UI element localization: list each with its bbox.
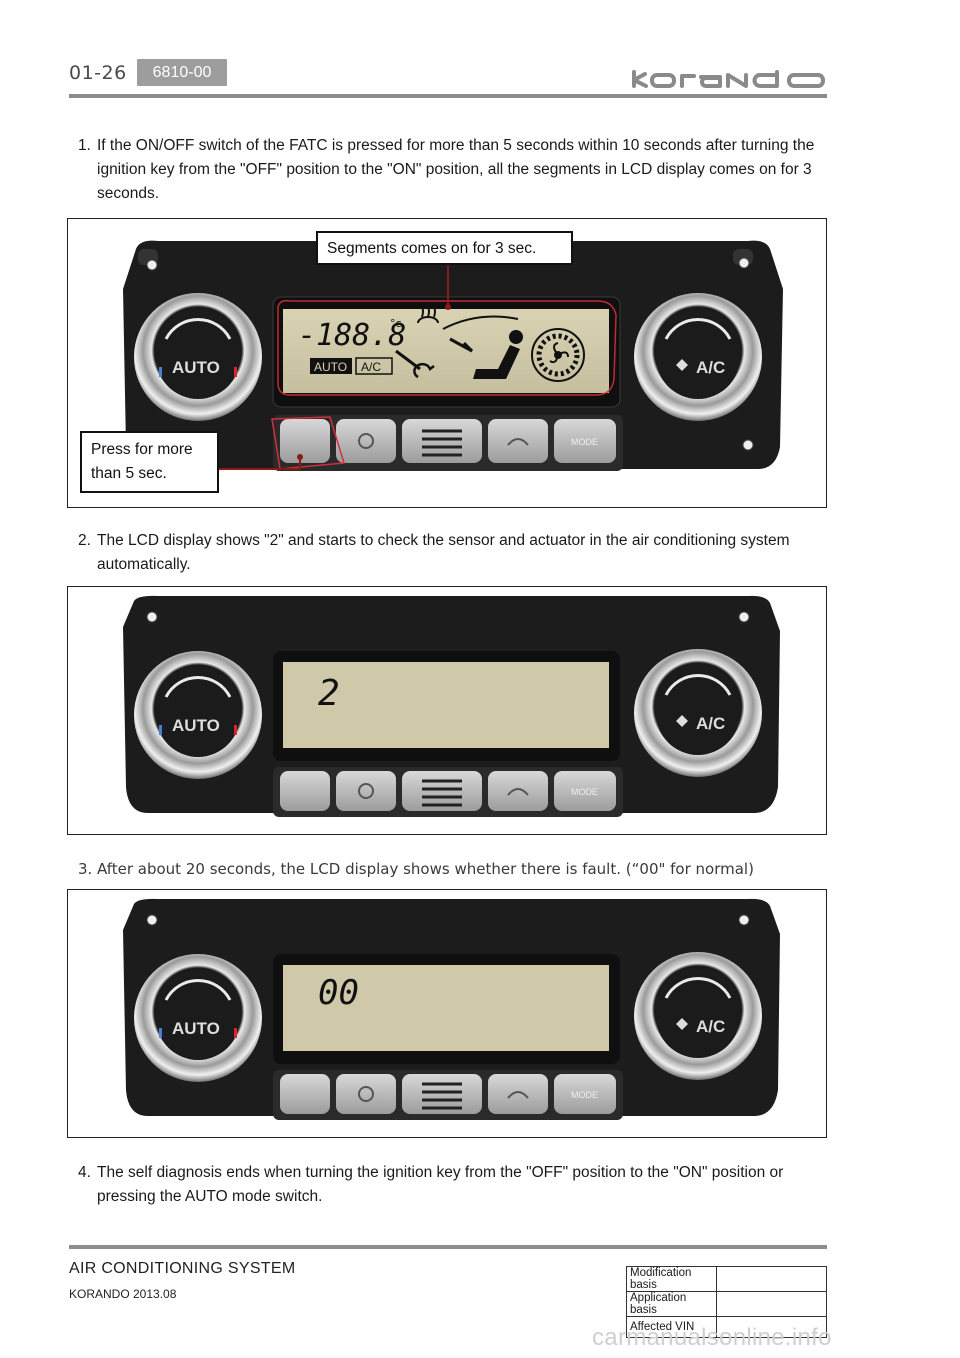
callout-press: Press for more than 5 sec. <box>80 431 219 493</box>
leader-line-press <box>218 459 301 470</box>
mode-button-label: MODE <box>571 437 598 447</box>
fatc-panel-display-00: 00 AUTO A/C MODE <box>123 898 780 1120</box>
step-1-text: If the ON/OFF switch of the FATC is pres… <box>97 137 815 202</box>
rear-defrost-button <box>336 771 396 811</box>
fatc-panel-display-2: 2 AUTO A/C MODE <box>123 595 780 817</box>
figure-display-00: 00 AUTO A/C MODE <box>67 889 827 1138</box>
step-2: 2. The LCD display shows "2" and starts … <box>78 529 838 577</box>
rear-defrost-button <box>336 419 396 463</box>
step-3: 3. After about 20 seconds, the LCD displ… <box>78 857 838 881</box>
lcd-value: 2 <box>318 673 340 714</box>
footer-model: KORANDO 2013.08 <box>69 1287 177 1301</box>
front-defrost-button <box>488 771 548 811</box>
table-label: Modification basis <box>626 1266 717 1292</box>
mode-button-label: MODE <box>571 787 598 797</box>
table-row: Affected VIN <box>626 1316 827 1338</box>
rear-defrost-button <box>336 1074 396 1114</box>
lcd-fan-icon <box>531 328 585 382</box>
modification-table: Modification basis Application basis Aff… <box>626 1266 827 1338</box>
table-value <box>716 1291 827 1317</box>
mode-button <box>554 1074 616 1114</box>
left-knob-label: AUTO <box>172 358 220 377</box>
step-1-number: 1. <box>78 137 91 154</box>
table-value <box>716 1266 827 1292</box>
right-knob-label: A/C <box>696 1017 725 1036</box>
fan-icon <box>676 1018 688 1030</box>
watermark[interactable]: carmanualsonline.info <box>592 1324 832 1351</box>
onoff-button <box>280 419 330 463</box>
lcd-auto: AUTO <box>314 360 347 374</box>
lcd-value: 00 <box>318 973 359 1013</box>
lcd-ac: A/C <box>361 360 381 374</box>
step-4-text: The self diagnosis ends when turning the… <box>97 1164 784 1205</box>
figure-display-2: 2 AUTO A/C MODE <box>67 586 827 835</box>
onoff-button <box>280 771 330 811</box>
lcd-recirculation-icon <box>413 362 435 379</box>
step-3-text: After about 20 seconds, the LCD display … <box>97 860 754 878</box>
callout-press-line2: than 5 sec. <box>91 465 167 482</box>
lcd-highlight-outline <box>277 299 617 396</box>
table-row: Modification basis <box>626 1266 827 1292</box>
callout-segments: Segments comes on for 3 sec. <box>316 231 573 265</box>
lcd-airflow-arrow-mid <box>449 337 474 353</box>
lcd-person-icon <box>473 330 523 379</box>
table-row: Application basis <box>626 1291 827 1317</box>
fatc-panel-all-segments: -188.8 °c AUTO A/C AUTO <box>123 240 783 471</box>
header-rule <box>69 94 827 98</box>
lcd-unit: °c <box>390 317 402 330</box>
korando-logo <box>632 70 825 88</box>
left-knob-label: AUTO <box>172 716 220 735</box>
lcd-temperature: -188.8 <box>298 318 406 353</box>
step-2-text: The LCD display shows "2" and starts to … <box>97 532 790 573</box>
onoff-highlight <box>271 416 345 470</box>
footer-title: AIR CONDITIONING SYSTEM <box>69 1260 296 1277</box>
fan-icon <box>676 359 688 371</box>
table-label: Application basis <box>626 1291 717 1317</box>
page-number: 01-26 <box>69 62 127 84</box>
step-3-number: 3. <box>78 860 93 878</box>
onoff-button <box>280 1074 330 1114</box>
mode-button <box>554 771 616 811</box>
step-4-number: 4. <box>78 1164 91 1181</box>
lcd-airflow-arc <box>442 315 519 330</box>
left-knob-label: AUTO <box>172 1019 220 1038</box>
fan-icon <box>676 715 688 727</box>
mode-button-label: MODE <box>571 1090 598 1100</box>
figure-all-segments: -188.8 °c AUTO A/C AUTO <box>67 218 827 508</box>
right-knob-label: A/C <box>696 714 725 733</box>
callout-press-line1: Press for more <box>91 441 193 458</box>
front-defrost-button <box>488 1074 548 1114</box>
step-1: 1. If the ON/OFF switch of the FATC is p… <box>78 134 838 206</box>
mode-button <box>554 419 616 463</box>
footer-rule <box>69 1245 827 1249</box>
step-4: 4. The self diagnosis ends when turning … <box>78 1161 838 1209</box>
right-knob-label: A/C <box>696 358 725 377</box>
front-defrost-button <box>488 419 548 463</box>
step-2-number: 2. <box>78 532 91 549</box>
lcd-defrost-icon <box>417 306 439 324</box>
table-value <box>716 1316 827 1338</box>
section-code-badge: 6810-00 <box>137 59 227 86</box>
